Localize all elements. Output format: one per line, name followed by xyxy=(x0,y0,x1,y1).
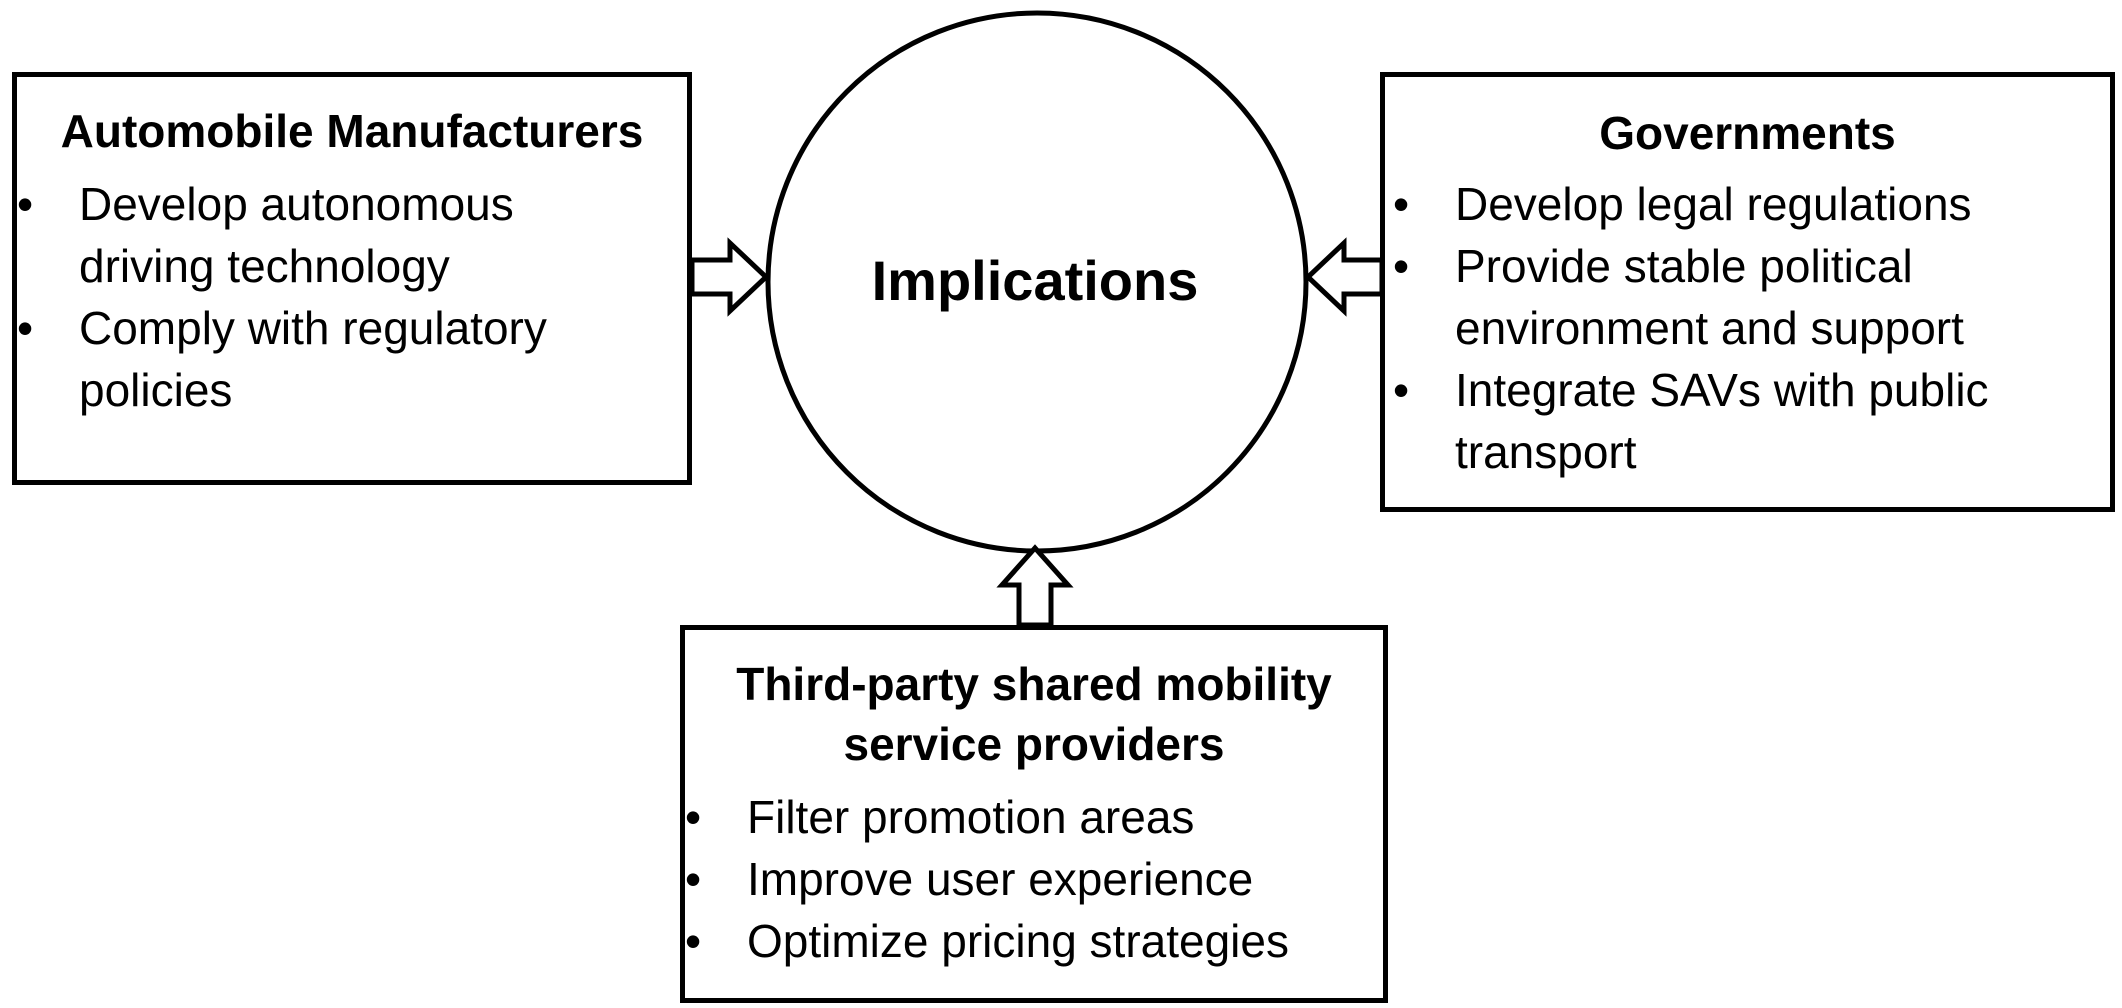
implications-label: Implications xyxy=(872,249,1199,312)
item-line: policies xyxy=(79,364,233,416)
providers-list: • Filter promotion areas • Improve user … xyxy=(685,786,1383,972)
governments-item: • Provide stable political environment a… xyxy=(1393,235,2110,359)
providers-title-line: service providers xyxy=(843,718,1225,770)
bullet-icon: • xyxy=(17,302,34,354)
bullet-icon: • xyxy=(17,178,34,230)
bullet-icon: • xyxy=(685,853,702,905)
governments-list: • Develop legal regulations • Provide st… xyxy=(1385,173,2110,483)
item-line: Improve user experience xyxy=(747,853,1254,905)
arrow-from-governments xyxy=(1304,237,1385,317)
providers-item: • Improve user experience xyxy=(685,848,1383,910)
item-line: Optimize pricing strategies xyxy=(747,915,1289,967)
item-line: Provide stable political xyxy=(1455,240,1913,292)
governments-item: • Integrate SAVs with public transport xyxy=(1393,359,2110,483)
item-line: Develop legal regulations xyxy=(1455,178,1972,230)
providers-title: Third-party shared mobility service prov… xyxy=(685,654,1383,774)
manufacturers-list: • Develop autonomous driving technology … xyxy=(17,173,687,421)
providers-title-line: Third-party shared mobility xyxy=(736,658,1332,710)
manufacturers-box: Automobile Manufacturers • Develop auton… xyxy=(12,72,692,485)
item-line: Integrate SAVs with public xyxy=(1455,364,1989,416)
item-line: Comply with regulatory xyxy=(79,302,547,354)
bullet-icon: • xyxy=(1393,240,1410,292)
item-line: Filter promotion areas xyxy=(747,791,1195,843)
providers-item: • Filter promotion areas xyxy=(685,786,1383,848)
bullet-icon: • xyxy=(685,915,702,967)
bullet-icon: • xyxy=(685,791,702,843)
manufacturers-title: Automobile Manufacturers xyxy=(60,105,644,157)
arrow-from-providers xyxy=(996,544,1074,628)
governments-item: • Develop legal regulations xyxy=(1393,173,2110,235)
arrow-from-manufacturers xyxy=(689,237,770,317)
governments-box: Governments • Develop legal regulations … xyxy=(1380,72,2115,512)
bullet-icon: • xyxy=(1393,364,1410,416)
manufacturers-item: • Comply with regulatory policies xyxy=(17,297,687,421)
item-line: environment and support xyxy=(1455,302,1964,354)
item-line: Develop autonomous xyxy=(79,178,514,230)
governments-title: Governments xyxy=(1599,107,1896,159)
providers-box: Third-party shared mobility service prov… xyxy=(680,625,1388,1003)
manufacturers-item: • Develop autonomous driving technology xyxy=(17,173,687,297)
item-line: driving technology xyxy=(79,240,450,292)
providers-item: • Optimize pricing strategies xyxy=(685,910,1383,972)
item-line: transport xyxy=(1455,426,1637,478)
bullet-icon: • xyxy=(1393,178,1410,230)
